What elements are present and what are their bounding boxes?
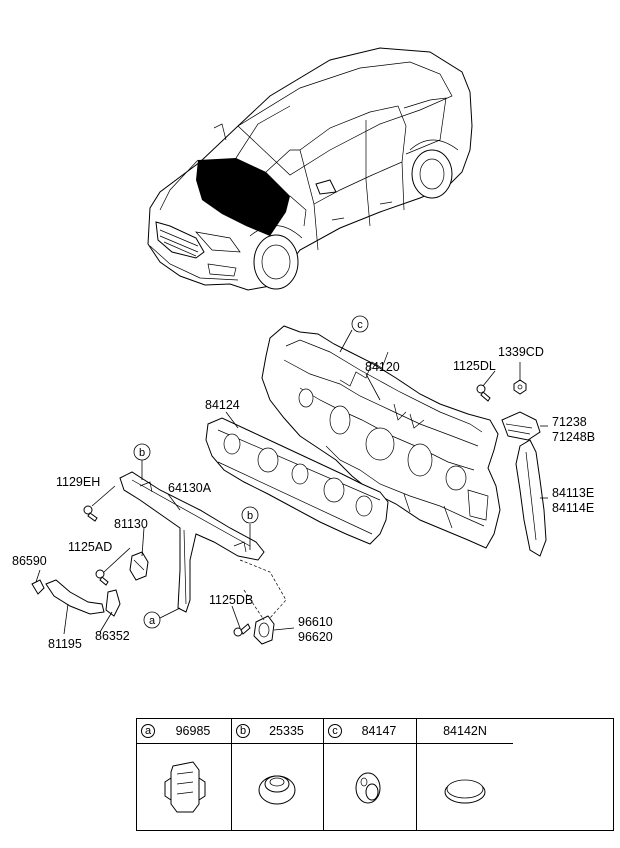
legend-head: b 25335: [232, 719, 323, 744]
label-1125AD: 1125AD: [68, 540, 112, 554]
legend-part-number: 84147: [361, 724, 397, 738]
callout-letter: c: [357, 319, 363, 331]
plug-icon: [324, 744, 416, 830]
legend-table: a 96985 b 25335 c 84147: [136, 718, 614, 831]
callout-a-lower: a: [143, 611, 161, 629]
label-84120: 84120: [365, 360, 400, 374]
latch-81130: [129, 551, 149, 581]
leader-lines: [35, 329, 548, 635]
legend-head: 84142N: [417, 719, 513, 744]
callout-b-left: b: [133, 443, 151, 461]
bolt-1125AD: [95, 569, 109, 586]
legend-part-number: 84142N: [443, 724, 487, 738]
label-64130A: 64130A: [168, 481, 212, 495]
label-81130: 81130: [114, 517, 148, 531]
legend-head: c 84147: [324, 719, 416, 744]
callout-letter: b: [247, 510, 253, 522]
dash-panel-84120: [261, 325, 501, 549]
label-86352: 86352: [95, 629, 130, 643]
label-1125DB: 1125DB: [209, 593, 253, 607]
legend-cell-b: b 25335: [232, 719, 324, 830]
side-pad-84113E: [515, 439, 547, 557]
bolt-1125DB: [233, 623, 251, 637]
legend-part-number: 25335: [269, 724, 304, 738]
legend-letter: b: [236, 724, 250, 738]
nut-1339CD: [513, 379, 527, 395]
upper-member-64130A: [119, 471, 265, 613]
bumper-86590: [31, 579, 45, 595]
bracket-86352: [105, 589, 121, 617]
label-1129EH: 1129EH: [56, 475, 100, 489]
bracket-71238: [501, 411, 541, 441]
grommet-icon: [232, 744, 323, 830]
callout-c-top: c: [351, 315, 369, 333]
label-1339CD: 1339CD: [498, 345, 544, 359]
callout-b-right: b: [241, 506, 259, 524]
legend-part-number: 96985: [175, 724, 211, 738]
part-labels: 84120 1339CD 1125DL 84124 71238 71248B 1…: [12, 345, 595, 651]
legend-cell-a: a 96985: [137, 719, 232, 830]
legend-cell-c: c 84147: [324, 719, 417, 830]
label-84124: 84124: [205, 398, 240, 412]
label-71238: 71238: [552, 415, 587, 429]
horn-96610: [253, 615, 275, 645]
label-96610: 96610: [298, 615, 333, 629]
label-84113E: 84113E: [552, 486, 594, 500]
label-1125DL: 1125DL: [453, 359, 496, 373]
bolt-1129EH: [83, 505, 98, 522]
label-86590: 86590: [12, 554, 47, 568]
label-96620: 96620: [298, 630, 333, 644]
oval-plug-icon: [417, 744, 513, 830]
cable-81195: [45, 579, 105, 615]
insulator-84124: [205, 417, 389, 545]
bolt-1125DL: [476, 384, 491, 402]
callout-letter: a: [149, 615, 156, 627]
car-illustration: [147, 47, 473, 291]
legend-letter: a: [141, 724, 155, 738]
label-71248B: 71248B: [552, 430, 595, 444]
legend-cell-plain: 84142N: [417, 719, 513, 830]
clip-icon: [137, 744, 231, 830]
callout-letter: b: [139, 447, 145, 459]
legend-head: a 96985: [137, 719, 231, 744]
legend-letter: c: [328, 724, 342, 738]
label-84114E: 84114E: [552, 501, 594, 515]
label-81195: 81195: [48, 637, 82, 651]
